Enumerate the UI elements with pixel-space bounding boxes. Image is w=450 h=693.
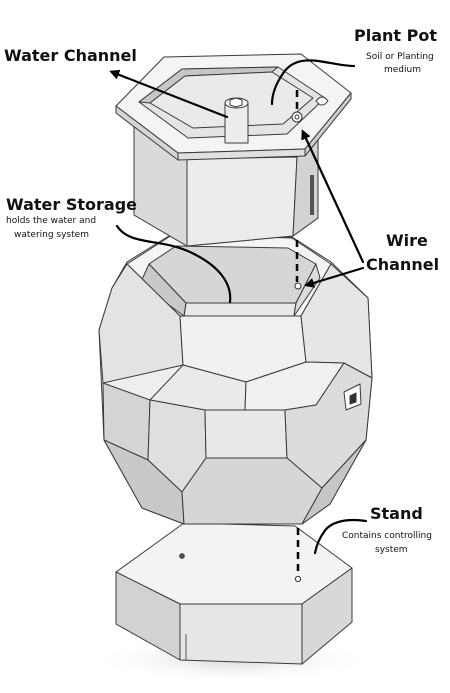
label-stand-desc-2: system xyxy=(375,545,408,555)
label-plant-pot: Plant Pot xyxy=(354,26,437,45)
label-water-channel: Water Channel xyxy=(4,46,137,65)
wire-channel-path xyxy=(295,90,300,574)
label-water-storage-desc-2: watering system xyxy=(14,230,89,240)
label-water-storage: Water Storage xyxy=(6,195,137,214)
stand-leader xyxy=(313,518,368,555)
label-plant-pot-desc-1: Soil or Planting xyxy=(366,52,434,62)
label-wire: Wire xyxy=(386,231,428,250)
water-channel-arrow xyxy=(109,69,229,119)
wire-channel-arrow-upper xyxy=(301,129,365,264)
plant-pot-leader xyxy=(270,59,356,106)
plant-pot xyxy=(115,53,352,247)
water-storage-leader xyxy=(115,224,232,304)
label-plant-pot-desc-2: medium xyxy=(384,65,421,75)
label-water-storage-desc-1: holds the water and xyxy=(6,216,97,226)
label-stand: Stand xyxy=(370,504,423,523)
wire-channel-arrow-lower xyxy=(304,266,365,288)
label-stand-desc-1: Contains controlling xyxy=(342,531,432,541)
stand-base xyxy=(92,522,372,684)
water-storage xyxy=(98,233,373,525)
label-channel: Channel xyxy=(366,255,440,274)
